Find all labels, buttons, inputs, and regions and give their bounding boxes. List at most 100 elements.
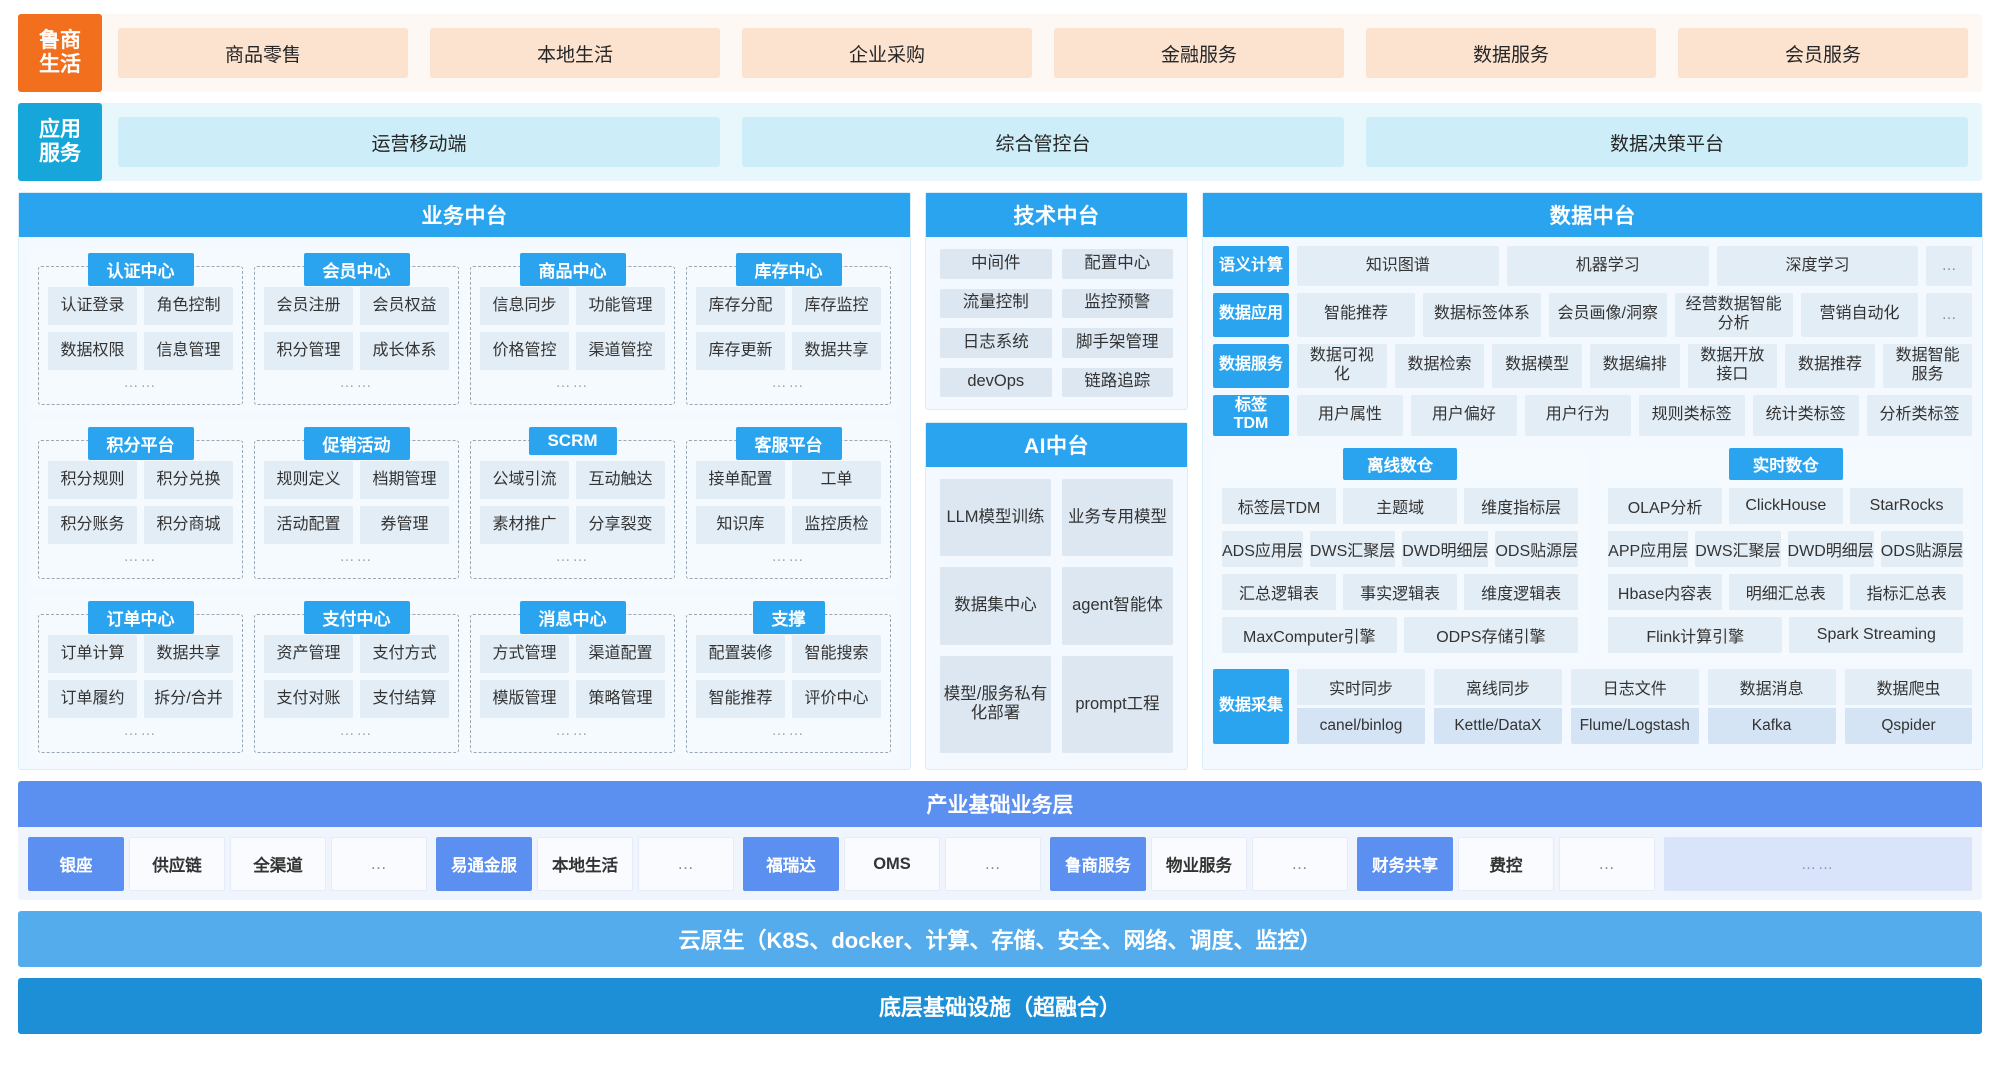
- industry-cell[interactable]: 供应链: [129, 837, 225, 891]
- data-collect-type[interactable]: 日志文件: [1570, 669, 1699, 706]
- business-capability-chip[interactable]: 会员权益: [360, 287, 449, 325]
- business-capability-chip[interactable]: 渠道配置: [576, 635, 665, 673]
- data-row-ellipsis[interactable]: …: [1926, 246, 1973, 286]
- business-line-item[interactable]: 金融服务: [1054, 28, 1344, 78]
- business-line-item[interactable]: 本地生活: [430, 28, 720, 78]
- business-capability-chip[interactable]: 智能推荐: [696, 680, 785, 718]
- data-capability-chip[interactable]: 数据推荐: [1785, 343, 1875, 388]
- data-capability-chip[interactable]: 规则类标签: [1638, 394, 1745, 437]
- data-capability-chip[interactable]: 用户偏好: [1410, 394, 1517, 437]
- business-capability-chip[interactable]: 库存监控: [792, 287, 881, 325]
- business-capability-chip[interactable]: 策略管理: [576, 680, 665, 718]
- ai-capability-chip[interactable]: LLM模型训练: [940, 479, 1051, 557]
- business-line-item[interactable]: 数据服务: [1366, 28, 1656, 78]
- industry-group-head[interactable]: 财务共享: [1357, 837, 1453, 891]
- industry-cell[interactable]: 物业服务: [1151, 837, 1247, 891]
- data-warehouse-chip[interactable]: 明细汇总表: [1728, 574, 1843, 611]
- business-capability-chip[interactable]: 配置装修: [696, 635, 785, 673]
- tech-capability-chip[interactable]: devOps: [940, 367, 1052, 397]
- data-warehouse-chip[interactable]: APP应用层: [1608, 531, 1689, 568]
- business-capability-chip[interactable]: 公域引流: [480, 461, 569, 499]
- business-capability-chip[interactable]: 积分规则: [48, 461, 137, 499]
- business-capability-chip[interactable]: 订单履约: [48, 680, 137, 718]
- data-capability-chip[interactable]: 数据智能服务: [1882, 343, 1973, 388]
- data-warehouse-chip[interactable]: DWD明细层: [1402, 531, 1489, 568]
- data-warehouse-chip[interactable]: DWS汇聚层: [1695, 531, 1781, 568]
- business-capability-chip[interactable]: 支付对账: [264, 680, 353, 718]
- business-line-item[interactable]: 企业采购: [742, 28, 1032, 78]
- business-capability-chip[interactable]: 积分兑换: [144, 461, 233, 499]
- data-warehouse-chip[interactable]: 事实逻辑表: [1343, 574, 1458, 611]
- ai-capability-chip[interactable]: 模型/服务私有化部署: [940, 655, 1051, 753]
- data-collect-type[interactable]: 实时同步: [1297, 669, 1425, 706]
- business-capability-chip[interactable]: 活动配置: [264, 506, 353, 544]
- data-warehouse-chip[interactable]: ODS贴源层: [1495, 531, 1579, 568]
- app-service-item[interactable]: 数据决策平台: [1366, 117, 1968, 167]
- data-capability-chip[interactable]: 智能推荐: [1297, 293, 1415, 337]
- business-capability-chip[interactable]: 功能管理: [576, 287, 665, 325]
- data-warehouse-chip[interactable]: MaxComputer引擎: [1222, 617, 1397, 654]
- data-collect-tool[interactable]: Kettle/DataX: [1433, 708, 1562, 745]
- data-collect-type[interactable]: 数据爬虫: [1844, 669, 1973, 706]
- business-capability-chip[interactable]: 档期管理: [360, 461, 449, 499]
- data-warehouse-chip[interactable]: DWD明细层: [1787, 531, 1874, 568]
- business-capability-chip[interactable]: 角色控制: [144, 287, 233, 325]
- data-warehouse-chip[interactable]: StarRocks: [1849, 488, 1964, 525]
- industry-cell[interactable]: 本地生活: [537, 837, 633, 891]
- data-collect-tool[interactable]: Qspider: [1844, 708, 1973, 745]
- data-capability-chip[interactable]: 分析类标签: [1866, 394, 1973, 437]
- data-collect-tool[interactable]: Kafka: [1707, 708, 1836, 745]
- data-warehouse-chip[interactable]: 维度指标层: [1464, 488, 1579, 525]
- data-capability-chip[interactable]: 数据检索: [1394, 343, 1485, 388]
- app-service-item[interactable]: 综合管控台: [742, 117, 1344, 167]
- business-line-item[interactable]: 商品零售: [118, 28, 408, 78]
- business-capability-chip[interactable]: 券管理: [360, 506, 449, 544]
- business-capability-chip[interactable]: 工单: [792, 461, 881, 499]
- business-capability-chip[interactable]: 积分账务: [48, 506, 137, 544]
- business-capability-chip[interactable]: 智能搜索: [792, 635, 881, 673]
- business-line-item[interactable]: 会员服务: [1678, 28, 1968, 78]
- business-capability-chip[interactable]: 监控质检: [792, 506, 881, 544]
- business-capability-chip[interactable]: 信息同步: [480, 287, 569, 325]
- data-capability-chip[interactable]: 经营数据智能分析: [1674, 293, 1793, 337]
- business-capability-chip[interactable]: 数据权限: [48, 332, 137, 370]
- business-capability-chip[interactable]: 拆分/合并: [144, 680, 233, 718]
- data-warehouse-chip[interactable]: ADS应用层: [1222, 531, 1303, 568]
- data-capability-chip[interactable]: 数据编排: [1589, 343, 1680, 388]
- data-row-ellipsis[interactable]: …: [1926, 293, 1973, 337]
- data-warehouse-chip[interactable]: 标签层TDM: [1222, 488, 1337, 525]
- business-capability-chip[interactable]: 互动触达: [576, 461, 665, 499]
- business-capability-chip[interactable]: 积分管理: [264, 332, 353, 370]
- industry-cell[interactable]: 全渠道: [230, 837, 326, 891]
- data-capability-chip[interactable]: 营销自动化: [1800, 293, 1919, 337]
- business-capability-chip[interactable]: 方式管理: [480, 635, 569, 673]
- business-capability-chip[interactable]: 知识库: [696, 506, 785, 544]
- business-capability-chip[interactable]: 库存分配: [696, 287, 785, 325]
- data-collect-tool[interactable]: canel/binlog: [1297, 708, 1425, 745]
- tech-capability-chip[interactable]: 链路追踪: [1061, 367, 1173, 397]
- data-warehouse-chip[interactable]: ClickHouse: [1728, 488, 1843, 525]
- data-warehouse-chip[interactable]: ODPS存储引擎: [1403, 617, 1579, 654]
- data-warehouse-chip[interactable]: ODS贴源层: [1880, 531, 1964, 568]
- industry-group-head[interactable]: 福瑞达: [743, 837, 839, 891]
- business-capability-chip[interactable]: 认证登录: [48, 287, 137, 325]
- data-warehouse-chip[interactable]: 汇总逻辑表: [1222, 574, 1337, 611]
- tech-capability-chip[interactable]: 配置中心: [1061, 249, 1173, 279]
- business-capability-chip[interactable]: 支付方式: [360, 635, 449, 673]
- app-service-item[interactable]: 运营移动端: [118, 117, 720, 167]
- business-capability-chip[interactable]: 订单计算: [48, 635, 137, 673]
- industry-more-cell[interactable]: …: [1559, 837, 1655, 891]
- data-capability-chip[interactable]: 数据标签体系: [1422, 293, 1541, 337]
- tech-capability-chip[interactable]: 流量控制: [940, 288, 1052, 318]
- tech-capability-chip[interactable]: 日志系统: [940, 328, 1052, 358]
- data-warehouse-chip[interactable]: OLAP分析: [1608, 488, 1722, 525]
- business-capability-chip[interactable]: 分享裂变: [576, 506, 665, 544]
- business-capability-chip[interactable]: 评价中心: [792, 680, 881, 718]
- data-collect-type[interactable]: 数据消息: [1707, 669, 1836, 706]
- data-capability-chip[interactable]: 知识图谱: [1297, 246, 1499, 286]
- industry-more-cell[interactable]: …: [1252, 837, 1348, 891]
- ai-capability-chip[interactable]: agent智能体: [1062, 567, 1173, 645]
- business-capability-chip[interactable]: 数据共享: [792, 332, 881, 370]
- business-capability-chip[interactable]: 渠道管控: [576, 332, 665, 370]
- data-collect-type[interactable]: 离线同步: [1433, 669, 1562, 706]
